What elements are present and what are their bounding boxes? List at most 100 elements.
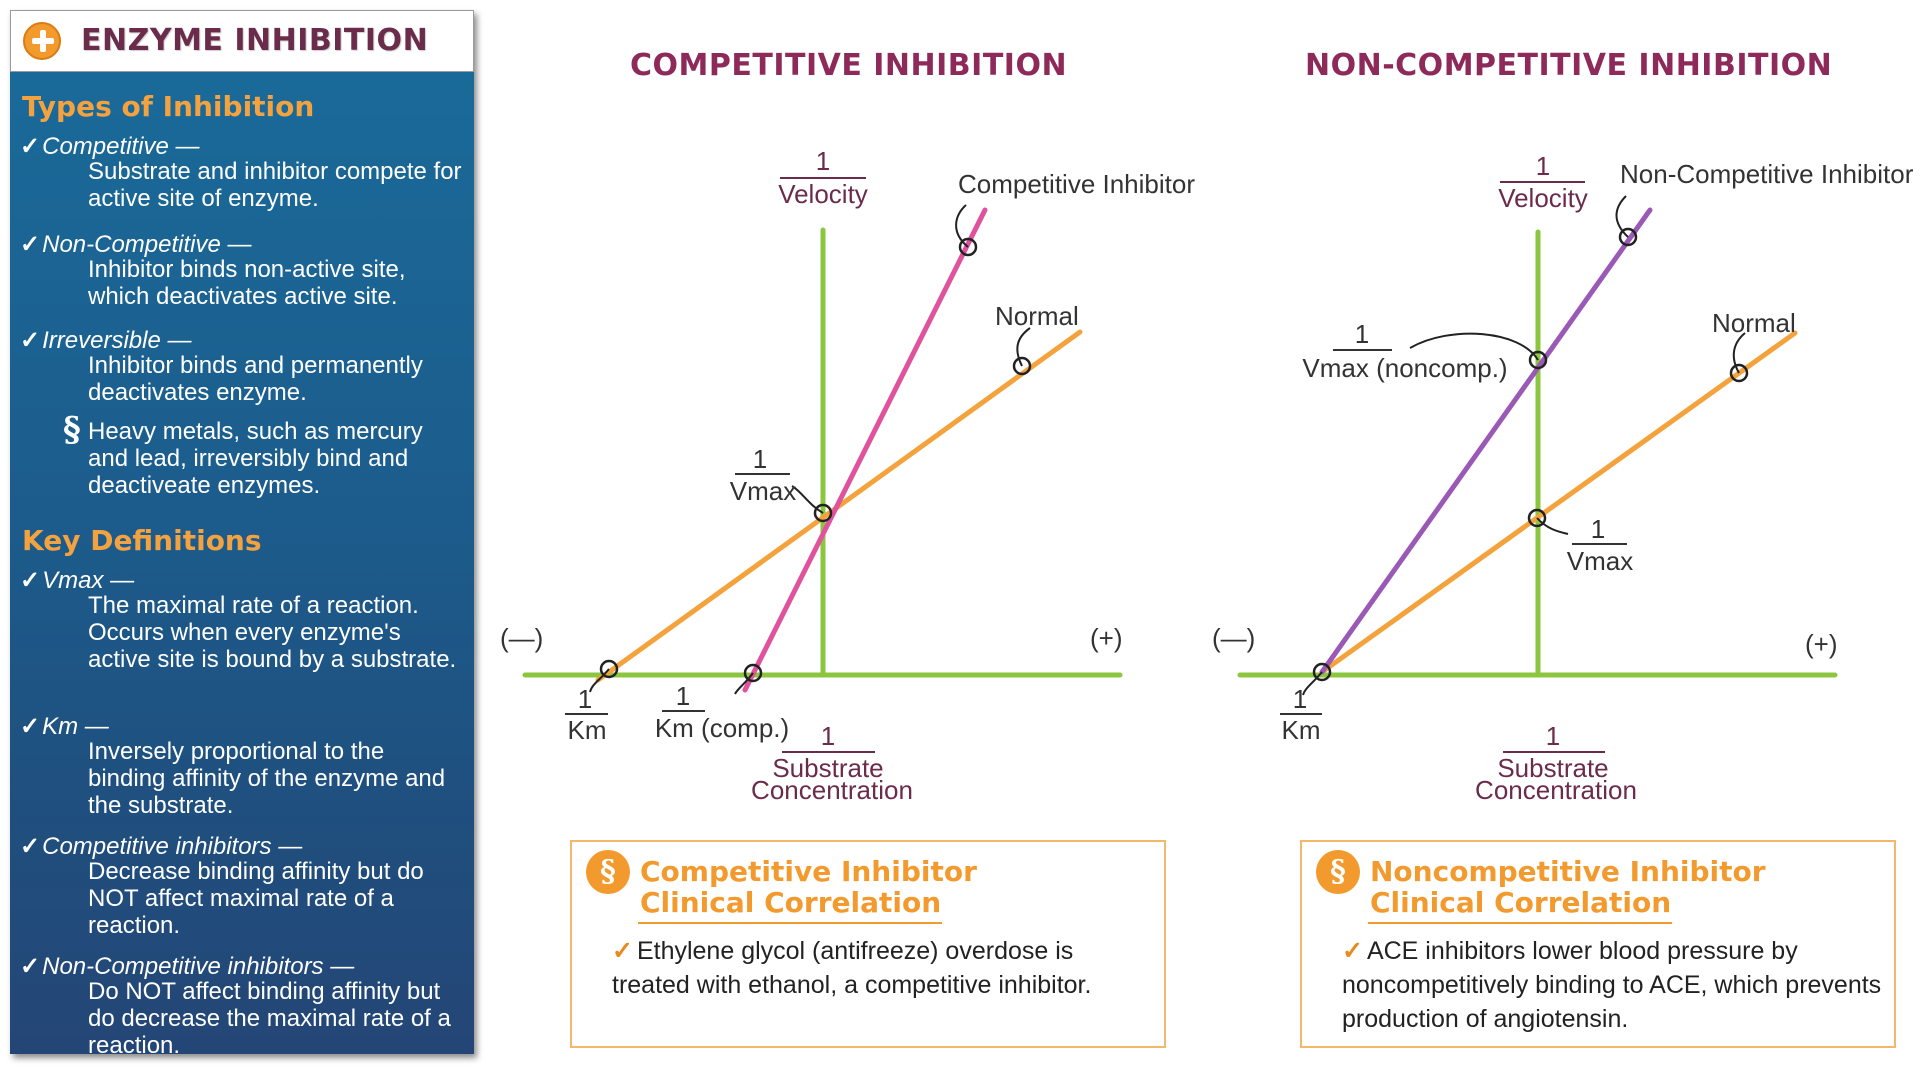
types-heading: Types of Inhibition: [22, 90, 315, 123]
noncompetitive-vmaxnc-leader: [1409, 332, 1539, 361]
heavy-metals-note: Heavy metals, such as mercury and lead, …: [88, 418, 423, 499]
noncompetitive-vmaxnc-numerator: 1: [1355, 319, 1369, 349]
competitive-vmax-point: [813, 503, 833, 523]
noncompetitive-clinical-box: § Noncompetitive Inhibitor Clinical Corr…: [1300, 840, 1896, 1048]
noncompetitive-x-denominator-1: Substrate: [1497, 753, 1608, 783]
definitions-heading: Key Definitions: [22, 524, 262, 557]
check-icon: ✓: [20, 713, 41, 740]
check-icon: ✓: [20, 327, 41, 354]
competitive-clinical-underline: [638, 922, 942, 924]
type-term-noncompetitive: ✓Non-Competitive —: [20, 231, 252, 258]
noncompetitive-clinical-text: ✓ACE inhibitors lower blood pressure by …: [1342, 937, 1882, 1033]
competitive-x-denominator-2: Concentration: [751, 775, 913, 805]
def-term-vmax: ✓Vmax —: [20, 567, 135, 594]
clinical-note-icon: §: [1316, 850, 1360, 894]
def-term-km: ✓Km —: [20, 713, 109, 740]
def-desc-competitive-inhibitors: Decrease binding affinity but do NOT aff…: [88, 858, 424, 939]
check-icon: ✓: [20, 567, 41, 594]
competitive-vmax-leader: [791, 485, 824, 514]
noncompetitive-negative-sign: (—): [1212, 623, 1255, 653]
noncompetitive-vmax-numerator: 1: [1591, 514, 1605, 544]
noncompetitive-normal-point: [1729, 363, 1749, 383]
competitive-chart-title: COMPETITIVE INHIBITION: [630, 48, 1068, 83]
plus-icon: [23, 22, 61, 60]
competitive-kmcomp-numerator: 1: [676, 681, 690, 711]
noncompetitive-clinical-underline: [1368, 922, 1672, 924]
noncompetitive-vmax-leader: [1536, 517, 1569, 535]
noncompetitive-inhibitor-line: [1319, 207, 1653, 675]
sidebar-body: Types of Inhibition ✓Competitive — Subst…: [10, 72, 474, 1059]
type-term-competitive: ✓Competitive —: [20, 133, 200, 160]
noncompetitive-y-denominator: Velocity: [1498, 183, 1588, 213]
competitive-normal-leader: [1016, 327, 1031, 367]
noncompetitive-vmax-point: [1527, 508, 1547, 528]
competitive-km-leader: [589, 668, 610, 693]
competitive-vmax-numerator: 1: [753, 444, 767, 474]
noncompetitive-x-numerator: 1: [1546, 721, 1560, 751]
noncompetitive-normal-line: [1319, 330, 1798, 675]
noncompetitive-positive-sign: (+): [1805, 629, 1838, 659]
competitive-normal-label: Normal: [995, 301, 1079, 331]
noncompetitive-x-denominator-2: Concentration: [1475, 775, 1637, 805]
competitive-clinical-title: Competitive Inhibitor Clinical Correlati…: [640, 855, 977, 919]
competitive-kmcomp-denominator: Km (comp.): [655, 713, 789, 743]
noncompetitive-km-denominator: Km: [1282, 715, 1321, 745]
def-desc-vmax: The maximal rate of a reaction. Occurs w…: [88, 592, 457, 673]
noncompetitive-y-numerator: 1: [1536, 151, 1550, 181]
noncompetitive-clinical-title: Noncompetitive Inhibitor Clinical Correl…: [1370, 855, 1766, 919]
competitive-x-denominator-1: Substrate: [772, 753, 883, 783]
clinical-note-icon: §: [586, 850, 630, 894]
type-desc-noncompetitive: Inhibitor binds non-active site, which d…: [88, 256, 406, 310]
competitive-inhibitor-line: [742, 207, 988, 693]
competitive-y-denominator: Velocity: [778, 179, 868, 209]
def-desc-noncompetitive-inhibitors: Do NOT affect binding affinity but do de…: [88, 978, 451, 1059]
noncompetitive-normal-label: Normal: [1712, 308, 1796, 338]
competitive-negative-sign: (—): [500, 623, 543, 653]
noncompetitive-chart: 1 Velocity 1 Substrate Concentration (—)…: [1212, 151, 1914, 805]
competitive-chart: 1 Velocity 1 Substrate Concentration (—)…: [500, 146, 1195, 805]
check-icon: ✓: [20, 953, 41, 980]
competitive-clinical-text: ✓Ethylene glycol (antifreeze) overdose i…: [612, 937, 1092, 999]
noncompetitive-vmaxnc-point: [1528, 350, 1548, 370]
check-icon: ✓: [20, 833, 41, 860]
competitive-positive-sign: (+): [1090, 623, 1123, 653]
sidebar-title: ENZYME INHIBITION: [81, 23, 429, 58]
check-icon: ✓: [20, 133, 41, 160]
def-term-competitive-inhibitors: ✓Competitive inhibitors —: [20, 833, 303, 860]
def-desc-km: Inversely proportional to the binding af…: [88, 738, 446, 819]
note-icon: §: [63, 410, 81, 450]
competitive-kmcomp-leader: [734, 672, 754, 695]
competitive-vmax-denominator: Vmax: [730, 476, 796, 506]
competitive-inhibitor-point: [958, 237, 978, 257]
type-desc-competitive: Substrate and inhibitor compete for acti…: [88, 158, 462, 212]
competitive-inhibitor-leader: [955, 204, 969, 248]
noncompetitive-km-numerator: 1: [1293, 684, 1307, 714]
check-icon: ✓: [612, 937, 633, 965]
noncompetitive-km-leader: [1302, 671, 1323, 696]
competitive-inhibitor-label: Competitive Inhibitor: [958, 169, 1195, 199]
noncompetitive-chart-title: NON-COMPETITIVE INHIBITION: [1305, 48, 1833, 83]
competitive-y-numerator: 1: [816, 146, 830, 176]
sidebar-panel: ENZYME INHIBITION Types of Inhibition ✓C…: [10, 10, 474, 1059]
noncompetitive-km-point: [1312, 662, 1332, 682]
type-term-irreversible: ✓Irreversible —: [20, 327, 192, 354]
noncompetitive-inhibitor-label: Non-Competitive Inhibitor: [1620, 159, 1914, 189]
competitive-km-point: [599, 659, 619, 679]
noncompetitive-inhibitor-leader: [1615, 195, 1629, 238]
type-desc-irreversible: Inhibitor binds and permanently deactiva…: [88, 352, 423, 406]
def-term-noncompetitive-inhibitors: ✓Non-Competitive inhibitors —: [20, 953, 355, 980]
competitive-km-numerator: 1: [578, 684, 592, 714]
competitive-clinical-box: § Competitive Inhibitor Clinical Correla…: [570, 840, 1166, 1048]
sidebar-header: ENZYME INHIBITION: [10, 10, 474, 72]
competitive-km-denominator: Km: [568, 715, 607, 745]
noncompetitive-normal-leader: [1732, 332, 1746, 374]
competitive-x-numerator: 1: [821, 721, 835, 751]
competitive-kmcomp-point: [743, 663, 763, 683]
check-icon: ✓: [20, 231, 41, 258]
noncompetitive-inhibitor-point: [1618, 227, 1638, 247]
noncompetitive-vmaxnc-denominator: Vmax (noncomp.): [1302, 353, 1507, 383]
competitive-normal-point: [1012, 356, 1032, 376]
noncompetitive-vmax-denominator: Vmax: [1567, 546, 1633, 576]
check-icon: ✓: [1342, 937, 1363, 965]
